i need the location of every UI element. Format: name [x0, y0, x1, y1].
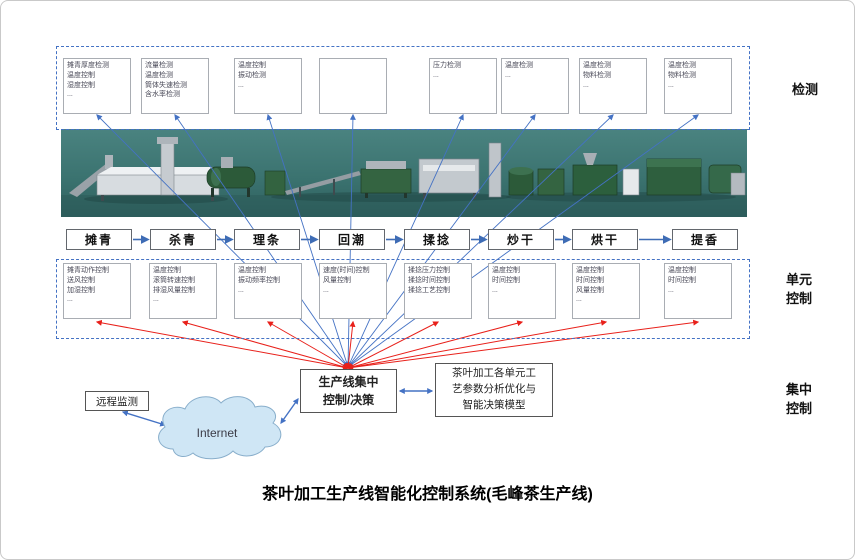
rehydration-machine: [418, 158, 480, 199]
elevator-tower: [488, 142, 502, 198]
control-cabinet: [622, 168, 640, 196]
process-step-box: 揉捻: [404, 229, 470, 250]
unit-control-box: 温度控制 振动频率控制 ...: [234, 263, 302, 319]
unit-control-box: 揉捻压力控制 揉捻时间控制 揉捻工艺控制: [404, 263, 472, 319]
detection-group-frame: [56, 46, 750, 130]
process-step-box: 烘干: [572, 229, 638, 250]
unit-control-box: 速度(时间)控制 风量控制 ...: [319, 263, 387, 319]
cloud-shape: [158, 396, 282, 460]
detection-box: 温度检测 ...: [501, 58, 569, 114]
detection-box: 摊青厚度检测 温度控制 湿度控制 ...: [63, 58, 131, 114]
unit-control-label: 单元 控制: [785, 272, 812, 306]
detection-box: 温度检测 物料检测 ...: [579, 58, 647, 114]
detection-box: 温度控制 振动检测 ...: [234, 58, 302, 114]
detection-box: [319, 58, 387, 114]
process-step-box: 提香: [672, 229, 738, 250]
production-line-photo: [61, 129, 747, 217]
process-step-box: 杀青: [150, 229, 216, 250]
remote-monitor-box: 远程监测: [85, 391, 149, 411]
central-control-label: 集中 控制: [785, 382, 812, 416]
shaping-machine: [360, 161, 412, 198]
process-step-box: 炒干: [488, 229, 554, 250]
unit-control-box: 摊青动作控制 送风控制 加湿控制 ...: [63, 263, 131, 319]
decision-model-box: 茶叶加工各单元工 艺参数分析优化与 智能决策模型: [435, 363, 553, 417]
process-step-box: 理条: [234, 229, 300, 250]
unit-control-box: 温度控制 时间控制 ...: [664, 263, 732, 319]
internet-label: Internet: [197, 426, 238, 440]
detection-box: 流量检测 温度检测 筒体失速检测 含水率检测: [141, 58, 209, 114]
detection-box: 温度检测 物料检测 ...: [664, 58, 732, 114]
unit-control-group-frame: [56, 259, 750, 339]
machinery-illustration: [61, 129, 747, 217]
process-step-box: 摊青: [66, 229, 132, 250]
unit-control-box: 温度控制 滚筒转速控制 排湿风量控制 ...: [149, 263, 217, 319]
process-step-box: 回潮: [319, 229, 385, 250]
link-line: [121, 410, 167, 427]
baking-machine: [646, 158, 702, 196]
shadow: [84, 194, 228, 204]
central-control-box: 生产线集中 控制/决策: [300, 369, 397, 413]
link-line: [280, 398, 299, 424]
diagram-title: 茶叶加工生产线智能化控制系统(毛峰茶生产线): [262, 486, 593, 503]
internet-cloud: Internet: [158, 396, 282, 460]
detection-box: 压力检测 ...: [429, 58, 497, 114]
unit-control-box: 温度控制 时间控制 ...: [488, 263, 556, 319]
detection-label: 检测: [791, 82, 818, 97]
aroma-machine: [708, 164, 746, 196]
unit-control-box: 温度控制 时间控制 风量控制 ...: [572, 263, 640, 319]
